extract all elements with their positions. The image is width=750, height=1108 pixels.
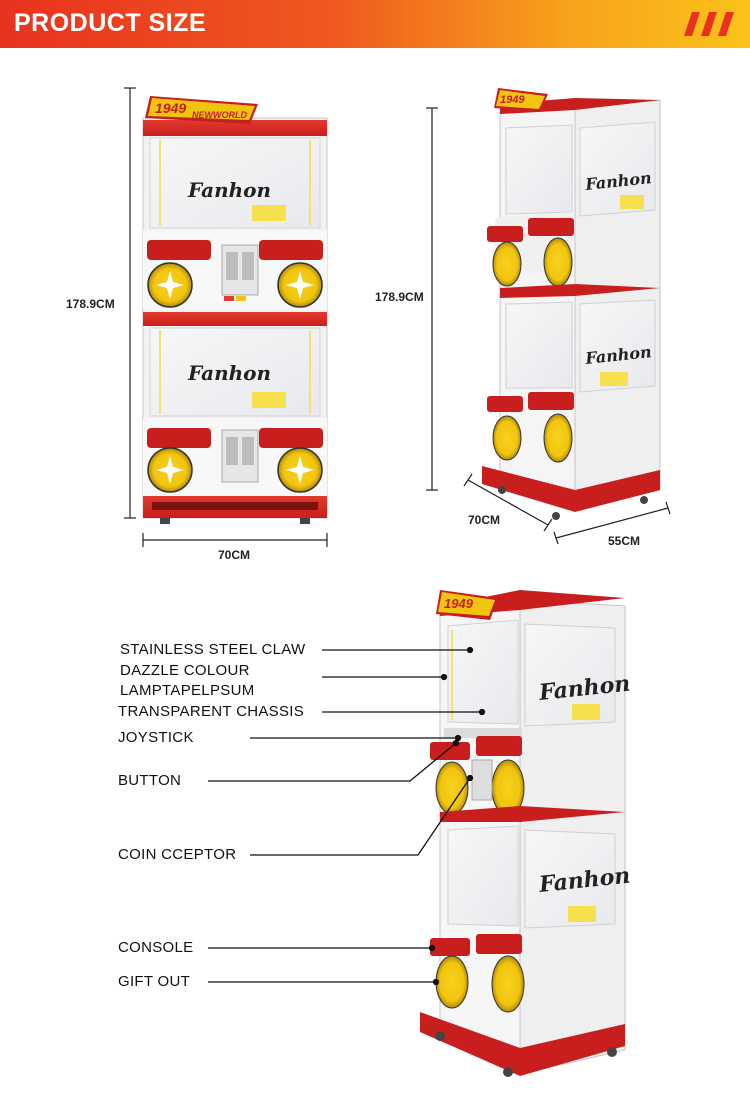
callout-coin-acceptor: COIN CCEPTOR (118, 846, 237, 863)
side-depth-label: 55CM (608, 534, 641, 548)
side-height-label: 178.9CM (375, 290, 424, 304)
front-upper-logo: Fanhon (187, 178, 271, 202)
callout-gift-out: GIFT OUT (118, 973, 191, 990)
front-badge-year: 1949 (155, 100, 186, 116)
callout-dazzle-colour: DAZZLE COLOUR (120, 662, 250, 679)
callout-lamptape: LAMPTAPELPSUM (120, 682, 255, 699)
callout-leaders (208, 646, 486, 986)
side-badge-year: 1949 (500, 94, 525, 106)
front-view-machine: Fanhon Fanhon (124, 87, 328, 547)
side-view-machine: Fanhon Fanhon 1949 (426, 88, 671, 545)
callout-button: BUTTON (118, 772, 182, 789)
front-lower-logo: Fanhon (187, 361, 271, 385)
front-badge-name: NEWWORLD (192, 110, 247, 120)
callout-joystick: JOYSTICK (118, 729, 194, 746)
brand-slashes-icon (684, 12, 734, 36)
callout-transparent-chassis: TRANSPARENT CHASSIS (118, 703, 305, 720)
callout-badge-year: 1949 (444, 596, 474, 611)
callout-machine: Fanhon Fanhon 1949 (420, 590, 631, 1077)
header-banner: PRODUCT SIZE (0, 0, 750, 48)
front-height-label: 178.9CM (66, 297, 115, 311)
callout-stainless-steel-claw: STAINLESS STEEL CLAW (120, 641, 306, 658)
callout-console: CONSOLE (118, 939, 194, 956)
page-title: PRODUCT SIZE (14, 9, 207, 37)
front-width-label: 70CM (218, 548, 251, 562)
side-width-label: 70CM (468, 513, 501, 527)
